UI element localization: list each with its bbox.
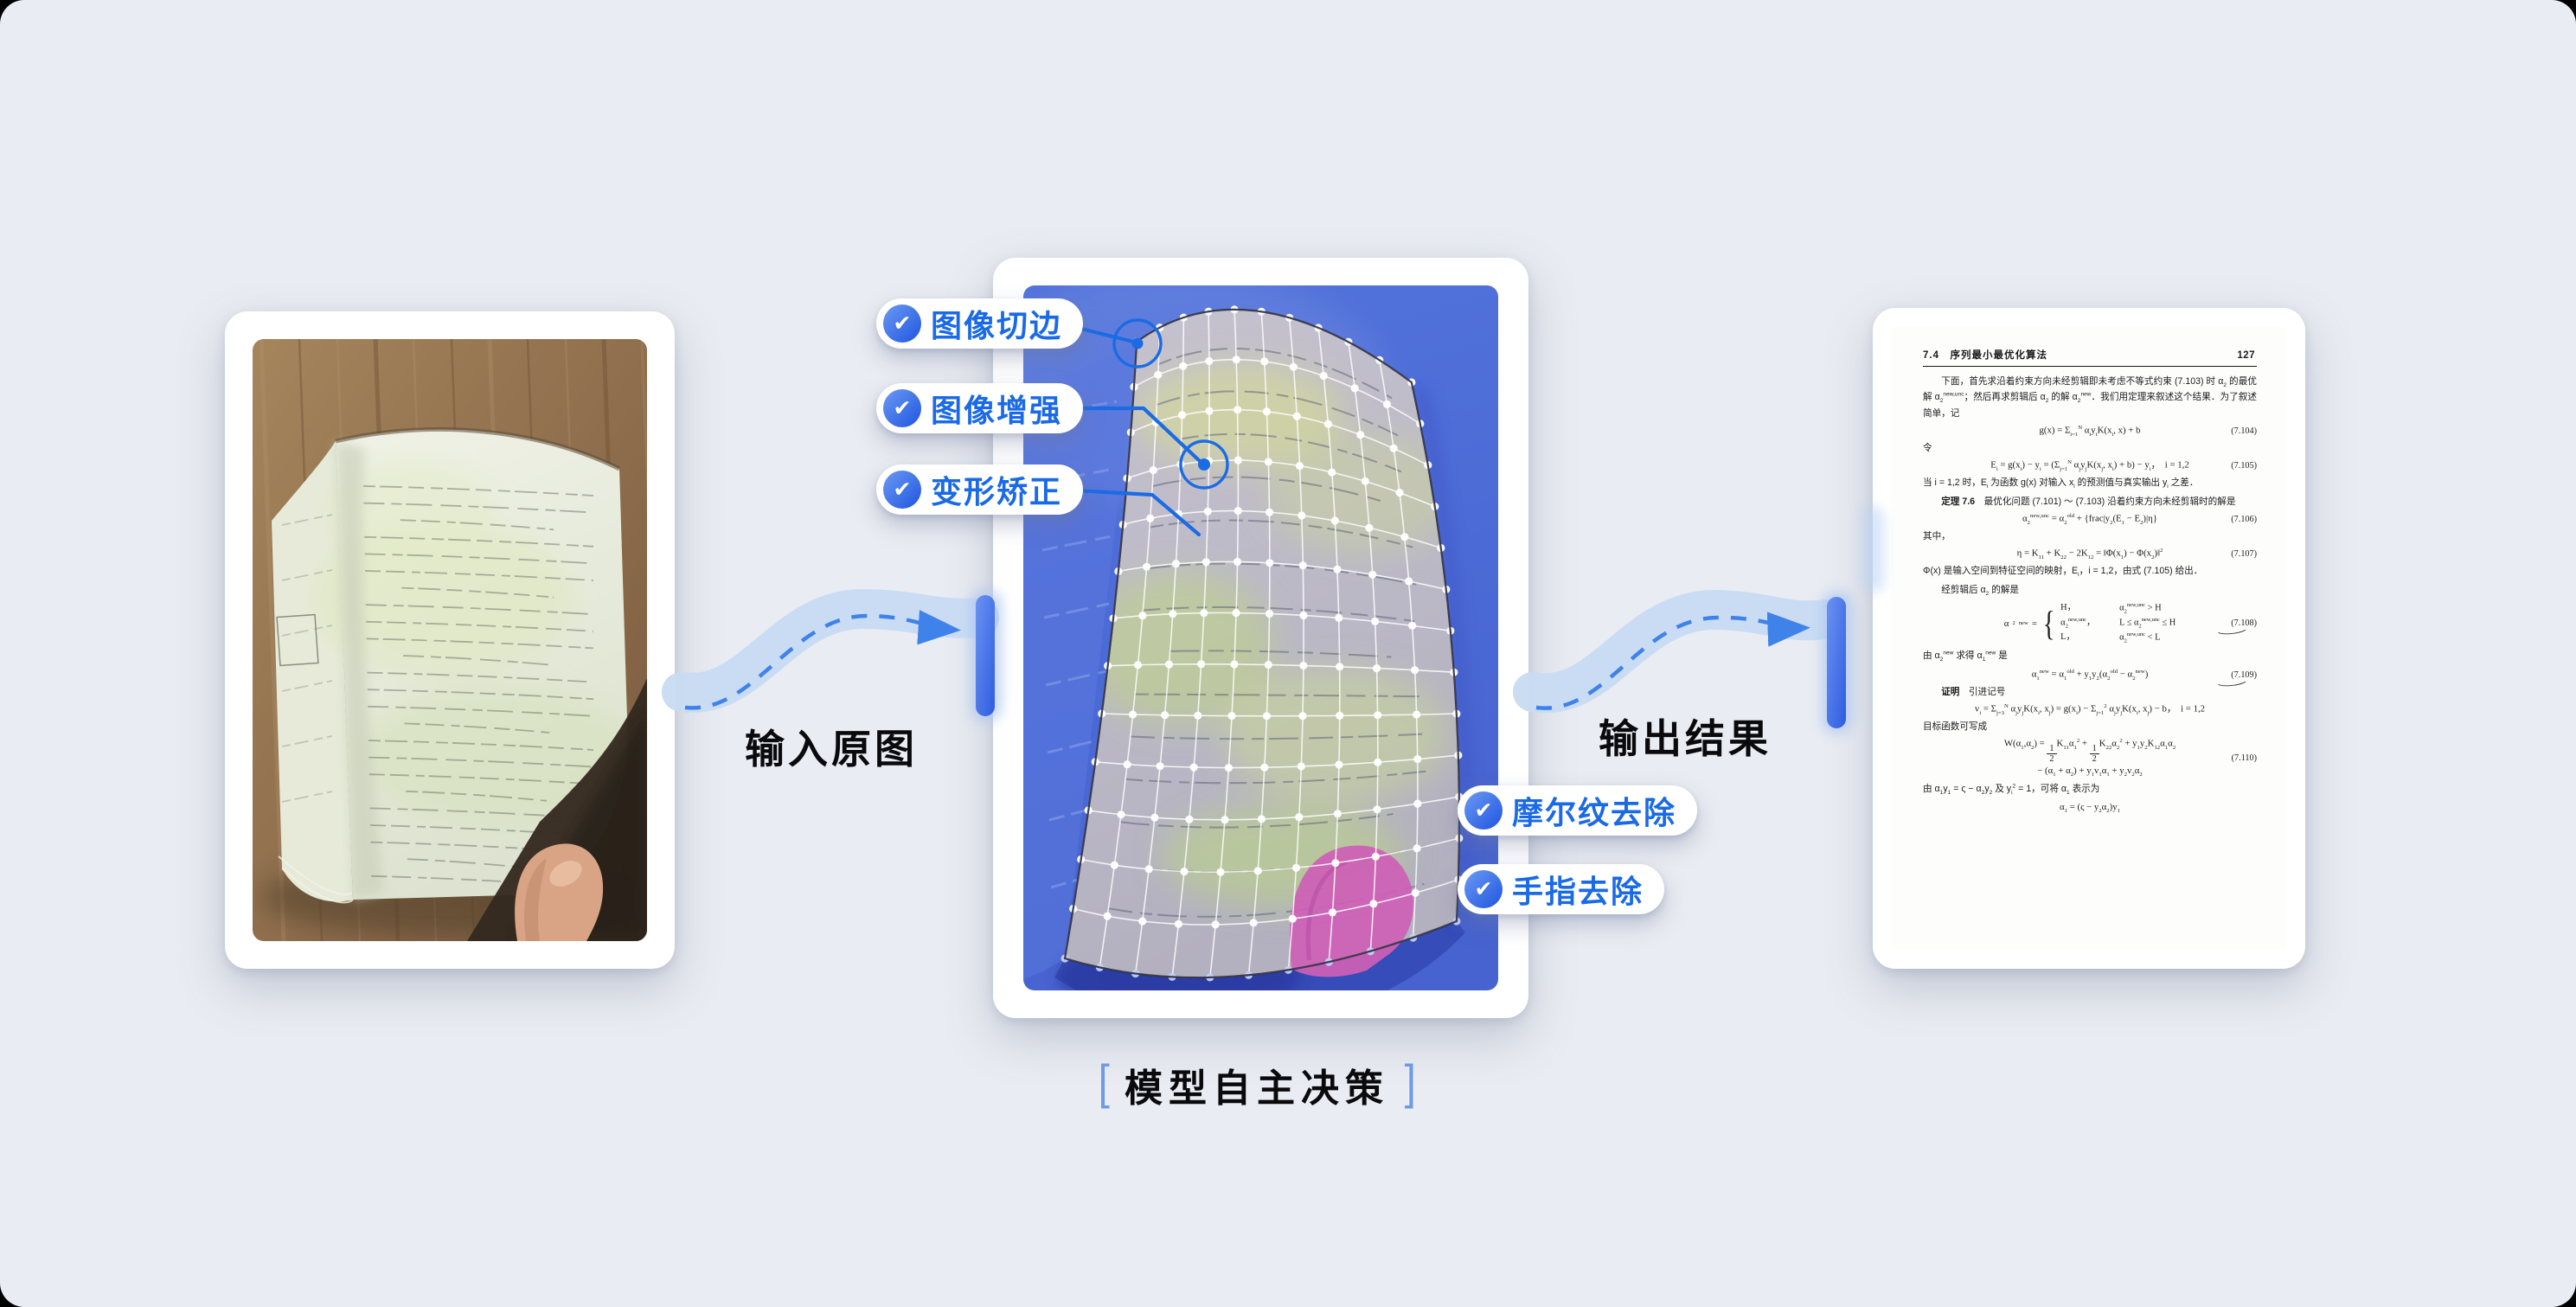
doc-paragraph: 其中， xyxy=(1923,531,1951,542)
caption-right-bracket: ] xyxy=(1404,1054,1416,1109)
check-icon: ✔ xyxy=(883,304,921,343)
equation-number: (7.107) xyxy=(2231,548,2257,559)
doc-paragraph: 经剪辑后 α2 的解是 xyxy=(1941,584,2020,597)
doc-paragraph: 当 i = 1,2 时，Ei 为函数 g(x) 对输入 xi 的预测值与真实输出… xyxy=(1923,477,2199,490)
doc-paragraph: 令 xyxy=(1923,443,1932,454)
caption-left-bracket: [ xyxy=(1098,1054,1110,1109)
thumbnail-nail xyxy=(549,861,582,887)
document-header: 7.4 序列最小最优化算法 127 xyxy=(1923,348,2257,367)
book-photo-graphic xyxy=(253,339,647,941)
feature-pill-left-0: ✔ 图像切边 xyxy=(876,298,1084,349)
doc-paragraph: 目标函数可写成 xyxy=(1923,721,1988,733)
equation-number: (7.105) xyxy=(2231,460,2257,471)
doc-equation: α1new = α1old + y1y2(α2old − α2new)(7.10… xyxy=(2031,668,2257,682)
input-stage-label: 输入原图 xyxy=(745,727,918,772)
check-icon: ✔ xyxy=(1464,791,1503,830)
document-page: 7.4 序列最小最优化算法 127 下面，首先求沿着约束方向未经剪辑即未考虑不等… xyxy=(1892,327,2286,950)
feature-pill-label: 图像增强 xyxy=(931,393,1063,428)
flow-ribbon-right xyxy=(1513,589,1845,714)
page-number: 127 xyxy=(2237,350,2255,361)
output-document-card: 7.4 序列最小最优化算法 127 下面，首先求沿着约束方向未经剪辑即未考虑不等… xyxy=(1873,308,2305,969)
flow-arrow-right xyxy=(1535,612,1810,710)
equation-number: (7.104) xyxy=(2231,426,2257,436)
equation-number: (7.109) xyxy=(2214,670,2257,680)
doc-paragraph: 定理 7.6 最优化问题 (7.101) ～ (7.103) 沿着约束方向未经剪… xyxy=(1941,496,2236,507)
finger-mask xyxy=(1289,845,1413,977)
doc-equation: g(x) = Σi=1N αiyiK(xi, x) + b(7.104) xyxy=(2039,424,2257,438)
section-title: 7.4 序列最小最优化算法 xyxy=(1923,350,2047,361)
page-text-lines xyxy=(281,485,594,887)
feature-pill-right-0: ✔ 摩尔纹去除 xyxy=(1458,785,1698,836)
figure-box xyxy=(276,613,319,667)
analysis-image xyxy=(1023,285,1498,990)
page-outline xyxy=(1063,308,1461,979)
feature-pill-right-1: ✔ 手指去除 xyxy=(1458,864,1665,914)
flow-ribbon-left xyxy=(662,588,999,713)
page-stack-edges xyxy=(278,855,354,904)
feature-pill-label: 图像切边 xyxy=(931,308,1063,343)
left-page xyxy=(272,441,353,902)
check-icon: ✔ xyxy=(883,389,921,427)
doc-equation: α2new,unc = α2old + {frac|y2(E1 − E2)|η}… xyxy=(2022,512,2257,526)
equation-number: (7.106) xyxy=(2231,514,2257,524)
check-icon: ✔ xyxy=(1464,870,1503,908)
doc-equation: α1 = (ς − y2α2)y1 xyxy=(2060,801,2120,814)
feature-pill-label: 变形矫正 xyxy=(931,474,1063,509)
analysis-graphic xyxy=(1023,285,1498,990)
caption-text: 模型自主决策 xyxy=(1125,1067,1389,1110)
doc-equation: η = K11 + K22 − 2K12 = ‖Φ(x1) − Φ(x2)‖2(… xyxy=(2016,548,2257,561)
doc-paragraph: 证明 引进记号 xyxy=(1941,686,2006,697)
flow-arrow-left xyxy=(684,610,961,710)
input-image-card xyxy=(225,311,675,969)
book-bottom-shadow xyxy=(1054,921,1465,990)
feature-pill-left-2: ✔ 变形矫正 xyxy=(876,464,1084,515)
processing-card xyxy=(993,258,1528,1018)
doc-paragraph: 下面，首先求沿着约束方向未经剪辑即未考虑不等式约束 (7.103) 时 α2 的… xyxy=(1923,376,2258,419)
connector-bar-right xyxy=(1827,597,1846,728)
feature-pill-left-1: ✔ 图像增强 xyxy=(876,383,1084,433)
feature-pill-label: 摩尔纹去除 xyxy=(1512,795,1677,830)
doc-paragraph: 由 α2new 求得 α1new 是 xyxy=(1923,650,2008,663)
feature-pill-label: 手指去除 xyxy=(1512,874,1644,909)
equation-number: (7.110) xyxy=(2231,753,2257,763)
connector-bar-left xyxy=(976,595,995,716)
output-stage-label: 输出结果 xyxy=(1599,716,1772,761)
equation-number: (7.108) xyxy=(2214,618,2257,628)
document-body: 下面，首先求沿着约束方向未经剪辑即未考虑不等式约束 (7.103) 时 α2 的… xyxy=(1923,375,2257,815)
doc-equation: vi = Σj=3N αjyjK(xi, xj) = g(xi) − Σj=12… xyxy=(1974,702,2206,716)
page-tint xyxy=(313,460,633,823)
doc-paragraph: Φ(x) 是输入空间到特征空间的映射，Ei，i = 1,2，由式 (7.105)… xyxy=(1923,566,2203,579)
book-photo xyxy=(253,339,647,941)
doc-paragraph: 由 α1y1 = ς − α2y2 及 yi2 = 1，可将 α1 表示为 xyxy=(1923,783,2100,796)
check-icon: ✔ xyxy=(883,471,921,509)
doc-equation: Ei = g(xi) − yi = (Σj=1N αjyjK(xj, xi) +… xyxy=(1990,459,2257,472)
caption: [ 模型自主决策 ] xyxy=(1097,1057,1416,1112)
spine-shadow xyxy=(336,441,384,900)
